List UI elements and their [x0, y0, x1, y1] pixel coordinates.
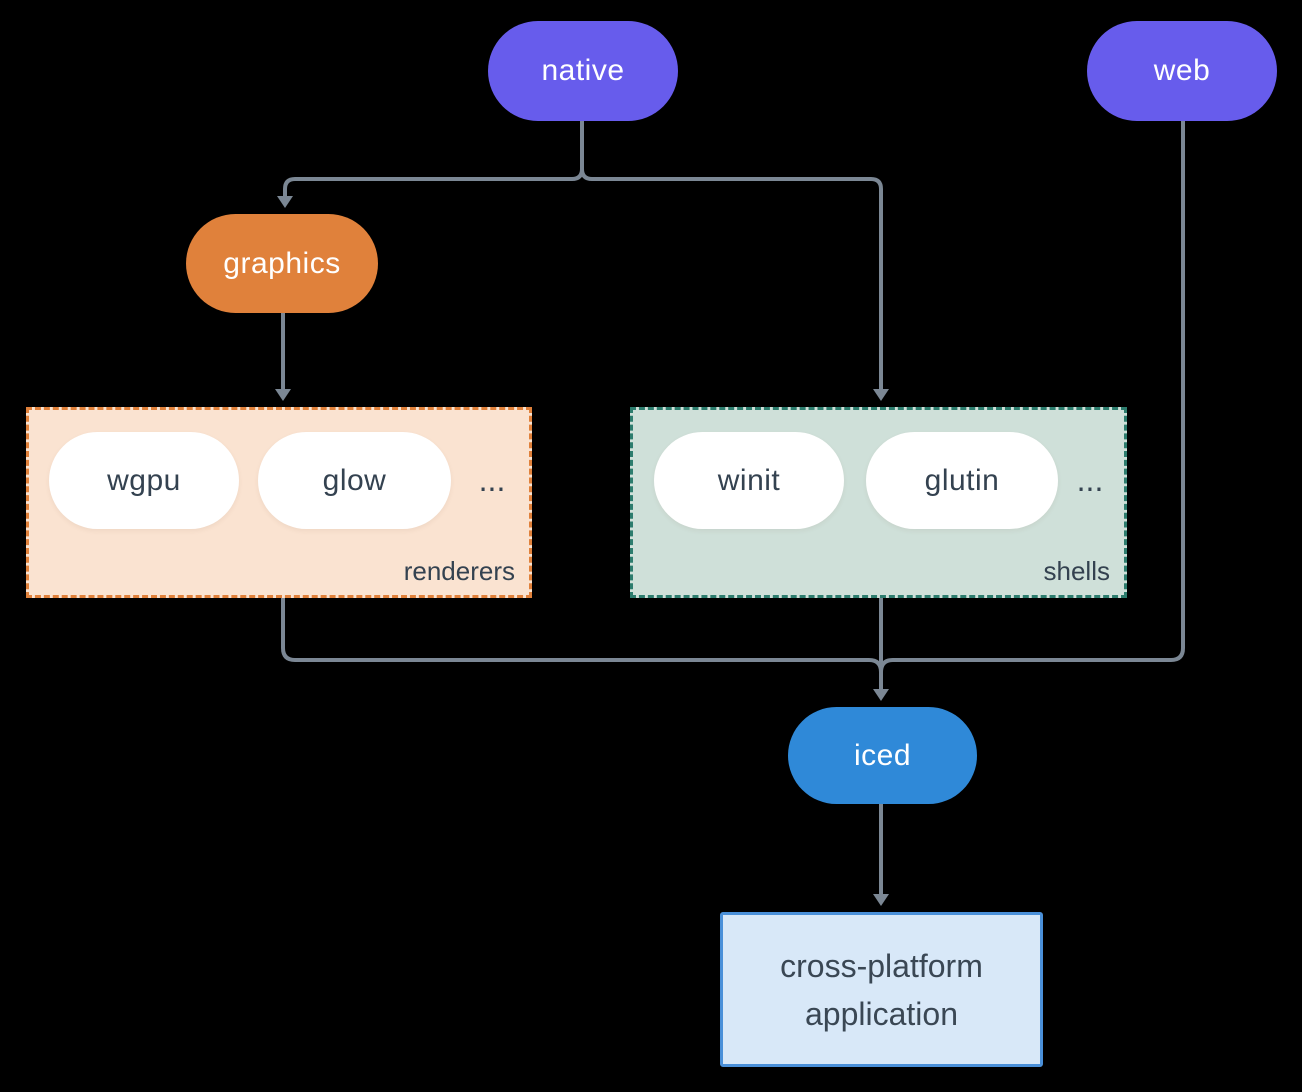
node-glow: glow: [258, 432, 451, 529]
node-native: native: [488, 21, 678, 121]
node-iced: iced: [788, 707, 977, 804]
shells-ellipsis-text: ...: [1076, 462, 1104, 498]
group-shells-label: shells: [1043, 556, 1110, 586]
renderers-ellipsis-text: ...: [478, 462, 506, 498]
node-web-label: web: [1153, 54, 1211, 87]
node-glow-label: glow: [322, 463, 387, 497]
node-winit-label: winit: [717, 463, 781, 497]
edge-native-to-shells: [580, 120, 889, 401]
node-native-label: native: [541, 54, 625, 87]
node-iced-label: iced: [853, 738, 912, 772]
node-wgpu-label: wgpu: [107, 463, 181, 497]
node-application-label: cross-platform application: [780, 947, 983, 1032]
group-shells: winit glutin ... shells: [630, 407, 1127, 598]
node-web: web: [1087, 21, 1277, 121]
node-glutin-label: glutin: [924, 463, 1000, 497]
shells-more-indicator: ...: [1065, 432, 1115, 529]
node-glutin: glutin: [866, 432, 1058, 529]
edge-native-to-graphics: [277, 120, 584, 208]
group-renderers-label: renderers: [403, 556, 515, 586]
node-graphics: graphics: [186, 214, 378, 313]
group-renderers: wgpu glow ... renderers: [26, 407, 532, 598]
edge-renderers-to-merge: [281, 598, 883, 673]
node-wgpu: wgpu: [49, 432, 239, 529]
node-graphics-label: graphics: [223, 246, 341, 280]
node-cross-platform-application: cross-platform application: [720, 912, 1043, 1067]
renderers-more-indicator: ...: [467, 432, 517, 529]
node-winit: winit: [654, 432, 844, 529]
